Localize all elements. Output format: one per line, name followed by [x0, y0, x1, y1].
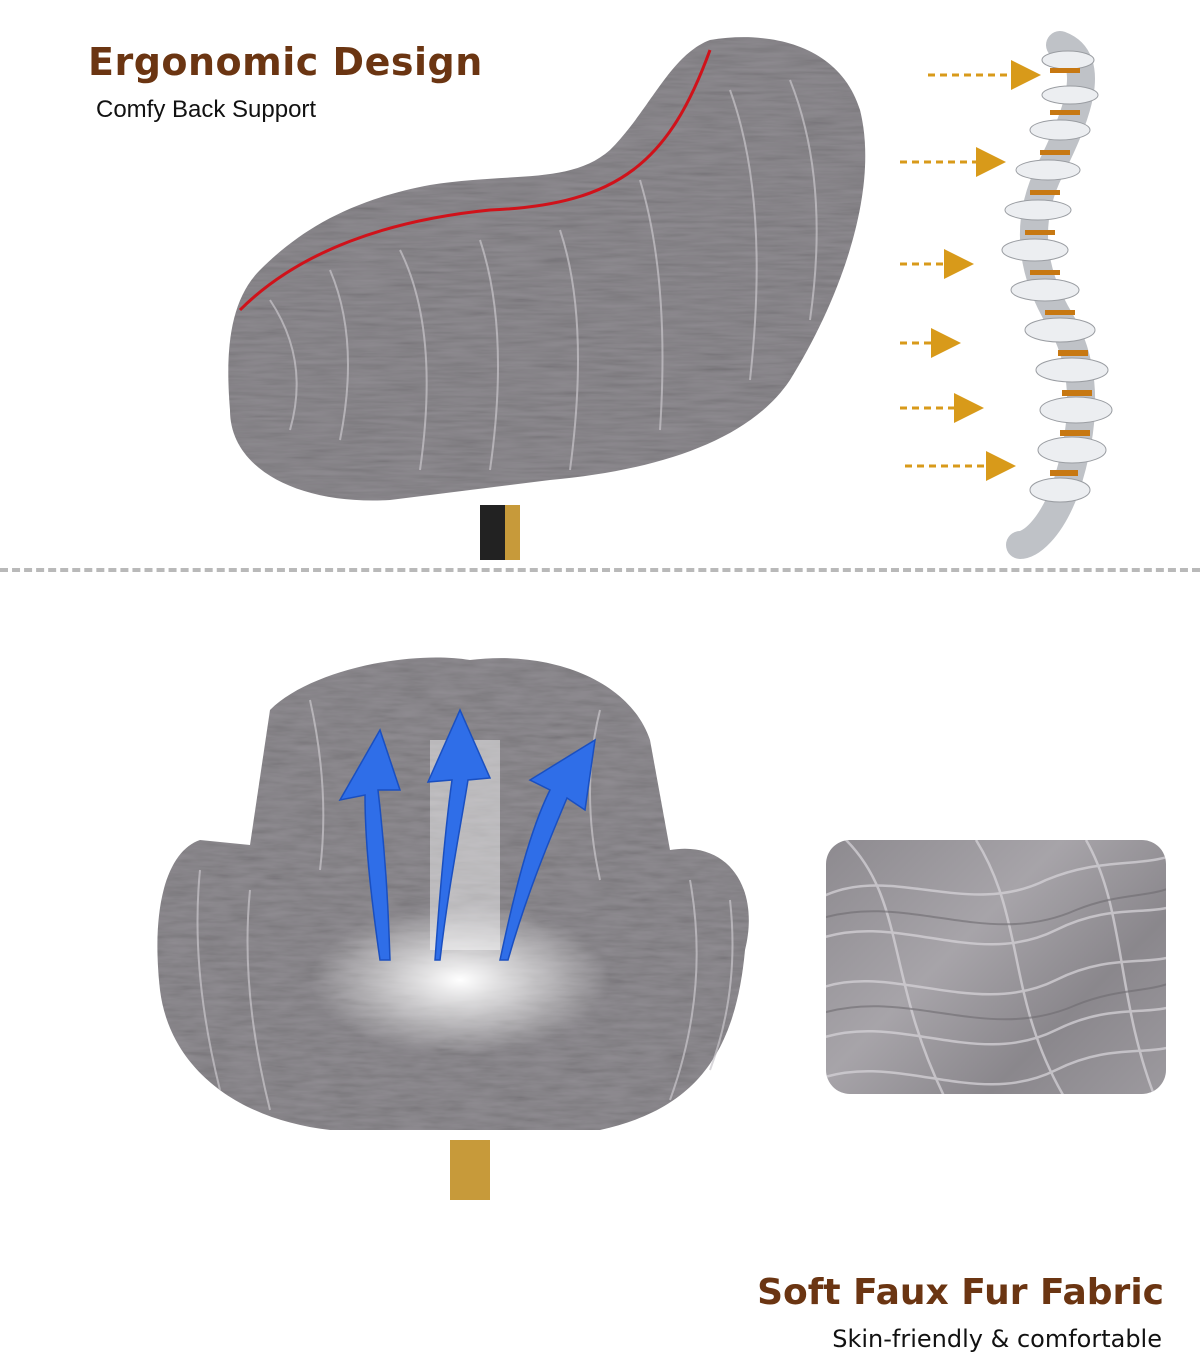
section-divider: [0, 568, 1200, 572]
fabric-heading: Soft Faux Fur Fabric: [757, 1272, 1164, 1313]
airflow-arrows: [338, 708, 596, 961]
ergonomic-design-heading: Ergonomic Design: [88, 40, 483, 84]
back-support-subheading: Comfy Back Support: [96, 96, 317, 123]
fur-chair-front-image: [157, 657, 749, 1200]
fur-chair-side-image: [228, 37, 866, 560]
arrow-up-icon: [499, 738, 596, 961]
support-arrows: [900, 60, 1041, 481]
arrow-up-icon: [338, 728, 402, 961]
back-curve-line: [238, 49, 712, 312]
fabric-subheading: Skin-friendly & comfortable: [832, 1325, 1162, 1353]
spine-diagram: [900, 31, 1113, 559]
back-support-panel: Ergonomic Design Comfy Back Support: [0, 0, 1200, 560]
arrow-up-icon: [426, 708, 492, 961]
fur-closeup-swatch: [826, 840, 1166, 1094]
